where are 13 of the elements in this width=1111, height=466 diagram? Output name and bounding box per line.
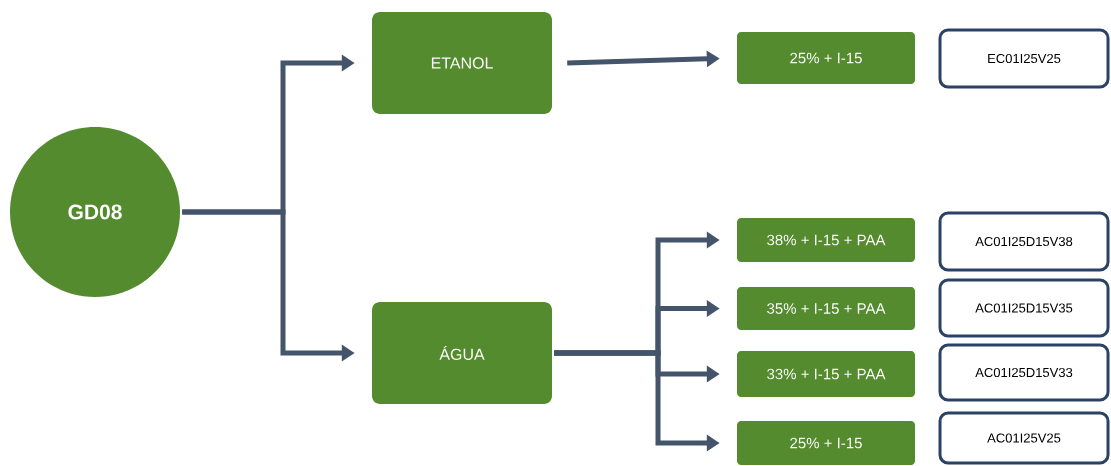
category-box: ETANOL <box>372 12 552 114</box>
formulation-box: 25% + I-15 <box>737 32 915 84</box>
circle-node: GD08 <box>10 127 180 297</box>
code-box: EC01I25V25 <box>938 28 1110 89</box>
formulation-box: 35% + I-15 + PAA <box>737 287 915 330</box>
code-box: AC01I25D15V35 <box>938 278 1110 338</box>
code-box: AC01I25V25 <box>938 411 1110 465</box>
code-box: AC01I25D15V33 <box>938 343 1110 402</box>
formulation-box: 25% + I-15 <box>737 421 915 465</box>
formulation-box: 33% + I-15 + PAA <box>737 351 915 397</box>
formulation-box: 38% + I-15 + PAA <box>737 218 915 262</box>
category-box: ÁGUA <box>372 302 552 404</box>
code-box: AC01I25D15V38 <box>938 211 1110 272</box>
